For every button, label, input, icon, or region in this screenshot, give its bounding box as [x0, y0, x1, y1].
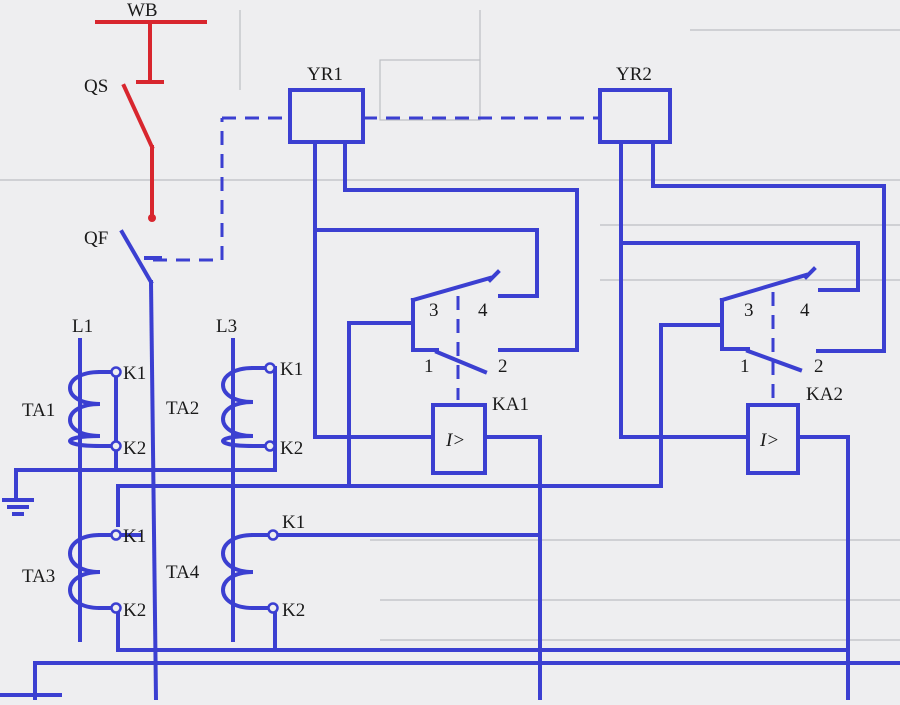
label-yr1: YR1 [307, 64, 343, 85]
label-ka2: KA2 [806, 384, 843, 405]
yr2-left-lead [619, 140, 750, 439]
ta3-winding [68, 532, 103, 611]
ka2-output-lead [796, 435, 850, 702]
label-ta2-k1: K1 [280, 359, 303, 380]
control-circuit [0, 88, 900, 703]
ta3-k1-terminal [110, 529, 122, 541]
label-ta4: TA4 [166, 562, 200, 583]
qs-blade [121, 83, 155, 150]
label-ka2-relay: I> [759, 430, 779, 451]
mechanical-links [153, 116, 775, 400]
qs-terminal [148, 214, 156, 222]
label-wb: WB [127, 0, 158, 21]
label-ta2-k2: K2 [280, 438, 303, 459]
label-yr2: YR2 [616, 64, 652, 85]
diagram-labels: WB QS QF YR1 YR2 L1 L3 TA1 TA2 TA3 TA4 K… [22, 0, 843, 621]
power-circuit [95, 20, 207, 222]
label-ta1-k2: K2 [123, 438, 146, 459]
label-ka1-c4: 4 [478, 300, 488, 321]
qf-blade [119, 229, 154, 285]
ka2-contact4-loop [619, 241, 860, 292]
ta1-winding [68, 369, 103, 449]
label-ka1-c1: 1 [424, 356, 434, 377]
label-ka2-c2: 2 [814, 356, 824, 377]
terminal-points [110, 362, 279, 614]
label-ka1-relay: I> [445, 430, 465, 451]
yr2-right-lead [651, 140, 886, 353]
ka1-output-lead [483, 435, 542, 702]
label-ta3-k1: K1 [123, 526, 146, 547]
label-ka2-c3: 3 [744, 300, 754, 321]
yr1-right-lead [343, 140, 579, 352]
ka2-switch-arm-lower [745, 348, 803, 373]
ka1-switch-arm-lower [434, 349, 488, 375]
ka2-contact-frame [720, 298, 750, 351]
ta2-k1-terminal [264, 362, 276, 374]
label-qs: QS [84, 76, 108, 97]
yr1-coil-box [288, 88, 365, 144]
ka1-contact4-loop [313, 228, 539, 298]
ka2-hook [803, 266, 817, 280]
ta4-k2-terminal [267, 602, 279, 614]
ta2-winding [221, 365, 256, 449]
yr1-left-lead [313, 140, 435, 439]
label-l3: L3 [216, 316, 237, 337]
ka2-switch-arm-upper [719, 272, 809, 303]
ka1-hook [487, 269, 501, 283]
ta1-k1-terminal [110, 366, 122, 378]
yr2-coil-box [598, 88, 672, 144]
label-ka1: KA1 [492, 394, 529, 415]
ka1-contact-frame [411, 298, 439, 352]
label-qf: QF [84, 228, 108, 249]
label-ka1-c2: 2 [498, 356, 508, 377]
ta4-k1-terminal [267, 529, 279, 541]
background-print [0, 10, 900, 641]
label-ta1: TA1 [22, 400, 55, 421]
ta3-k2-terminal [110, 602, 122, 614]
label-ta2: TA2 [166, 398, 199, 419]
label-ka2-c1: 1 [740, 356, 750, 377]
ta4-winding [221, 532, 256, 611]
ta1-k2-terminal [110, 440, 122, 452]
label-l1: L1 [72, 316, 93, 337]
label-ta1-k1: K1 [123, 363, 146, 384]
label-ta3: TA3 [22, 566, 55, 587]
main-vertical-conductor [148, 279, 159, 703]
label-ta4-k1: K1 [282, 512, 305, 533]
label-ka1-c3: 3 [429, 300, 439, 321]
label-ta4-k2: K2 [282, 600, 305, 621]
label-ka2-c4: 4 [800, 300, 810, 321]
ta3-k2-return [116, 606, 850, 652]
ka1-switch-arm-upper [410, 275, 493, 303]
label-ta3-k2: K2 [123, 600, 146, 621]
ta2-k2-terminal [264, 440, 276, 452]
